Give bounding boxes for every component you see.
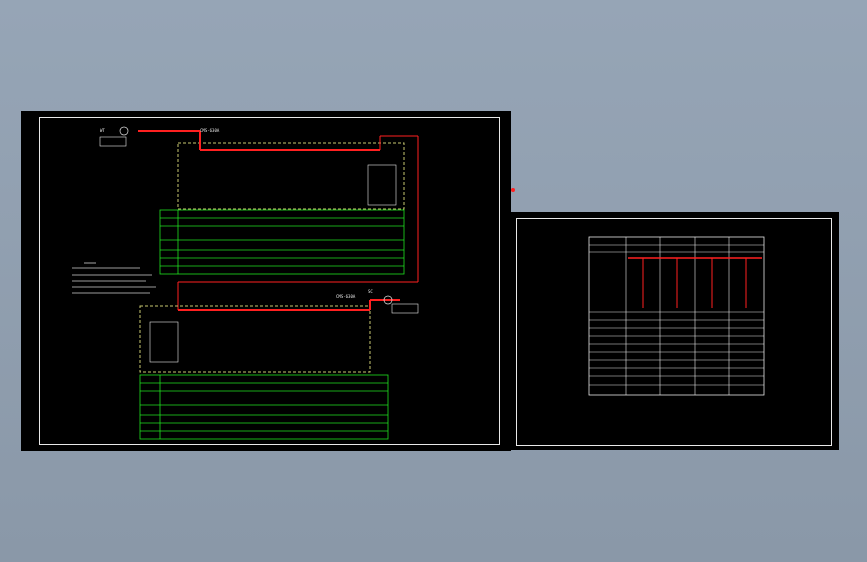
svg-text:WT: WT [100, 128, 105, 133]
svg-text:CMS-630A: CMS-630A [200, 128, 220, 133]
svg-text:SC: SC [368, 289, 373, 294]
lower-circuit-table [139, 374, 389, 440]
notes-block [72, 262, 156, 294]
svg-text:CMS-630A: CMS-630A [336, 294, 356, 299]
right-drawing-sheet [506, 212, 839, 450]
lower-panel-diagram: CMS-630A SC [139, 289, 419, 373]
upper-circuit-table [159, 209, 405, 275]
right-switch-schedule [588, 236, 765, 396]
red-marker-dot [511, 188, 515, 192]
upper-panel-diagram: CMS-630A WT [99, 126, 419, 310]
left-drawing-frame [39, 117, 500, 445]
right-drawing-frame [516, 218, 832, 446]
